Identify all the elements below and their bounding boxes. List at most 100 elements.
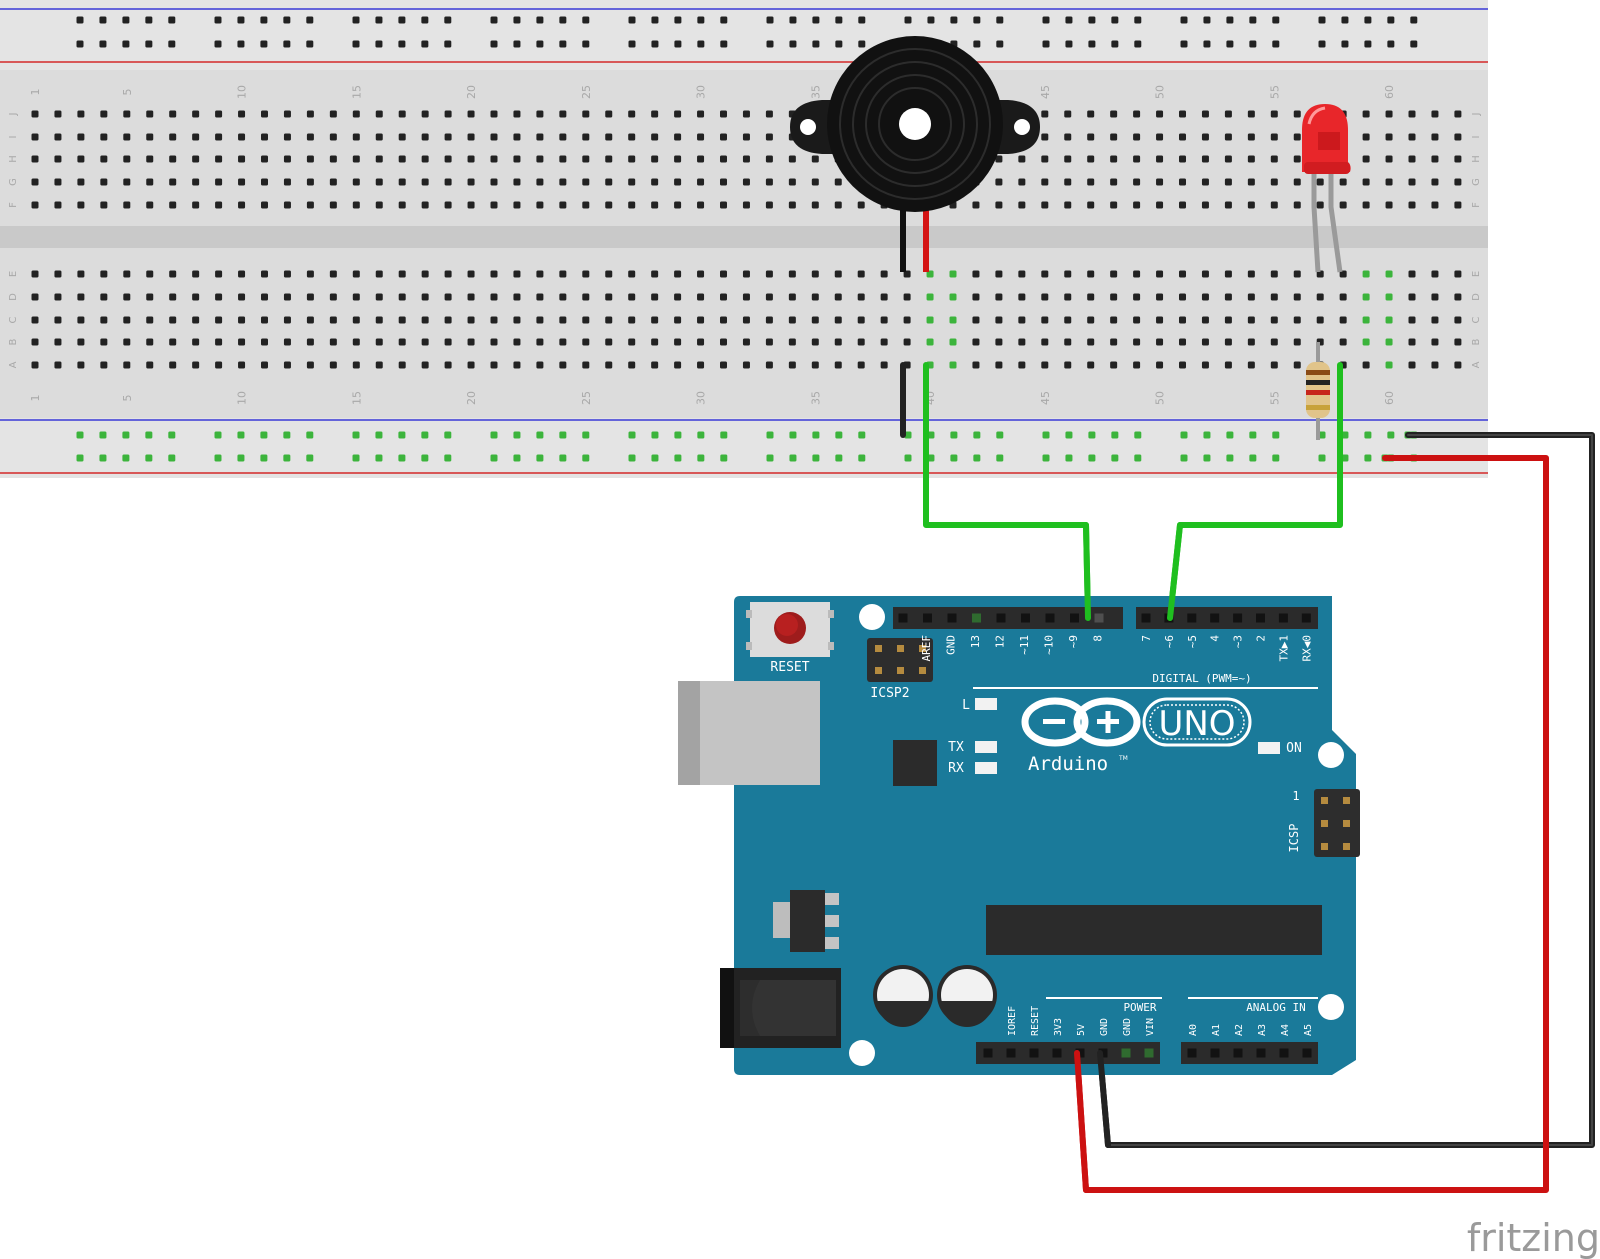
breadboard-hole [238,270,246,278]
rail-hole [1203,40,1211,48]
rail-hole [444,431,452,439]
breadboard-hole [1133,178,1141,186]
breadboard-hole [720,338,727,346]
rail-hole [1249,431,1257,439]
breadboard-hole [857,201,865,209]
breadboard-hole [444,338,452,346]
breadboard-hole [1018,178,1026,186]
breadboard-hole [742,361,750,369]
breadboard-hole [1247,133,1255,141]
breadboard-hole [674,338,682,346]
breadboard-hole [444,316,452,324]
digital-header-left [893,607,1123,629]
breadboard-hole [788,201,796,209]
breadboard-hole [329,155,337,163]
breadboard-hole [1041,155,1049,163]
breadboard-hole [995,338,1003,346]
rail-hole [168,431,176,439]
rail-hole [513,454,521,462]
rail-hole [168,16,176,24]
breadboard-hole [1408,110,1416,118]
breadboard-hole [352,133,360,141]
breadboard-hole [765,293,773,301]
breadboard-hole [1454,361,1462,369]
breadboard-hole [697,178,705,186]
breadboard-hole [651,338,659,346]
breadboard-hole [1156,270,1164,278]
breadboard-hole [398,316,406,324]
breadboard-hole [628,178,636,186]
breadboard-hole [1156,201,1164,209]
breadboard-hole [421,133,429,141]
breadboard-hole [559,270,567,278]
rail-hole [1364,431,1372,439]
breadboard-hole [1133,201,1141,209]
breadboard-hole [1018,201,1026,209]
breadboard-hole [1179,338,1186,346]
rail-hole [904,454,912,462]
breadboard-hole [605,270,613,278]
rail-hole [582,16,590,24]
breadboard-hole [628,201,636,209]
breadboard-hole [77,178,85,186]
column-number: 15 [350,391,363,405]
breadboard-hole [169,270,177,278]
rail-hole [214,40,222,48]
breadboard-hole [1179,133,1186,141]
breadboard-hole [283,270,291,278]
breadboard-hole [880,316,888,324]
breadboard-hole [375,155,383,163]
rail-hole [1134,40,1142,48]
breadboard-hole [398,133,406,141]
breadboard-hole [720,110,727,118]
breadboard-hole [31,178,39,186]
breadboard-hole [742,110,750,118]
breadboard-hole [1064,293,1072,301]
breadboard-hole [926,316,934,324]
breadboard-hole [582,293,590,301]
breadboard-hole [1408,133,1416,141]
power-pin-label: GND [1099,1018,1110,1036]
breadboard-hole [1454,133,1462,141]
breadboard-hole [31,133,39,141]
rail-hole [835,16,843,24]
breadboard-hole [1179,178,1186,186]
breadboard-hole [54,133,62,141]
rail-hole [559,40,567,48]
rail-hole [536,454,544,462]
breadboard-hole [444,110,452,118]
wire-ends [1074,522,1183,1193]
reset-button[interactable] [746,602,834,657]
rail-hole [720,431,728,439]
breadboard-hole [375,201,383,209]
rail-hole [260,454,268,462]
rail-hole [582,454,590,462]
tx-led [975,741,997,753]
row-letter: I [1471,136,1482,139]
tx-led-label: TX [948,740,964,755]
breadboard-hole [834,178,842,186]
breadboard-hole [628,293,636,301]
breadboard-hole [1293,338,1301,346]
rail-hole [490,454,498,462]
breadboard-hole [1087,293,1095,301]
breadboard-hole [1362,201,1370,209]
breadboard-hole [720,133,727,141]
breadboard-hole [283,155,291,163]
breadboard-hole [811,361,819,369]
breadboard-hole [375,316,383,324]
breadboard-hole [972,270,980,278]
breadboard-hole [1110,316,1118,324]
breadboard-hole [834,201,842,209]
row-letter: A [1471,361,1482,368]
breadboard-hole [1156,178,1164,186]
column-number: 20 [465,85,478,99]
breadboard-hole [1041,338,1049,346]
breadboard-hole [352,338,360,346]
digital-pin-label: ~9 [1067,635,1080,648]
rail-hole [927,454,935,462]
breadboard-hole [1431,110,1439,118]
rail-hole [1318,40,1326,48]
